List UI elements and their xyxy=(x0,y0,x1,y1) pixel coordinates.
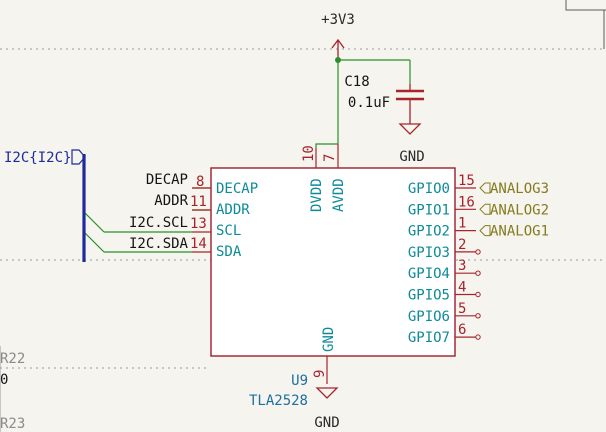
pin-number-avdd: 7 xyxy=(322,154,338,162)
ic-top-pins xyxy=(315,144,339,168)
ic-value: TLA2528 xyxy=(249,393,308,409)
pin-number-gpio: 4 xyxy=(458,280,466,296)
pin-name-addr: ADDR xyxy=(216,202,250,218)
pin-number-decap: 8 xyxy=(196,174,204,190)
ic-ref: U9 xyxy=(291,373,308,389)
unconnected-pin-marker xyxy=(475,334,481,340)
pin-number-gpio: 16 xyxy=(458,194,475,210)
global-label-analog[interactable]: ANALOG3 xyxy=(490,181,549,197)
gnd-symbol-bottom[interactable] xyxy=(315,387,339,399)
pin-number-gpio: 2 xyxy=(458,237,466,253)
pin-number-gpio: 6 xyxy=(458,322,466,338)
ic-left-pins xyxy=(192,187,211,253)
pin-name-gpio: GPIO3 xyxy=(408,245,450,261)
junction-dot xyxy=(335,57,341,63)
pin-name-gpio: GPIO7 xyxy=(408,330,450,346)
capacitor-value: 0.1uF xyxy=(348,95,390,111)
pin-number-gpio: 15 xyxy=(458,173,475,189)
pin-name-gnd: GND xyxy=(321,327,337,352)
pin-name-dvdd: DVDD xyxy=(309,178,325,212)
pin-name-gpio: GPIO1 xyxy=(408,202,450,218)
unconnected-pin-marker xyxy=(475,270,481,276)
r22-value: 0 xyxy=(0,372,8,388)
gnd-label-bottom: GND xyxy=(314,415,339,431)
pin-number-dvdd: 10 xyxy=(301,145,317,162)
global-label-shape xyxy=(479,225,491,237)
pin-number-addr: 11 xyxy=(190,194,207,210)
capacitor-ref: C18 xyxy=(344,74,369,90)
pin-name-gpio: GPIO6 xyxy=(408,309,450,325)
capacitor-symbol[interactable] xyxy=(396,89,424,101)
global-label-analog[interactable]: ANALOG1 xyxy=(490,224,549,240)
net-label-decap: DECAP xyxy=(146,172,188,188)
pin-name-avdd: AVDD xyxy=(331,178,347,212)
net-label-sda: I2C.SDA xyxy=(129,236,189,252)
unconnected-pin-marker xyxy=(475,291,481,298)
pin-number-gpio: 3 xyxy=(458,258,466,274)
net-label-scl: I2C.SCL xyxy=(129,215,188,231)
pin-name-decap: DECAP xyxy=(216,181,258,197)
bus-label: I2C{I2C} xyxy=(4,150,71,166)
net-label-addr: ADDR xyxy=(154,193,188,209)
vcc-label: +3V3 xyxy=(321,12,355,28)
pin-name-gpio: GPIO4 xyxy=(408,266,450,282)
pin-name-gpio: GPIO0 xyxy=(408,181,450,197)
pin-number-scl: 13 xyxy=(190,216,207,232)
global-label-shape xyxy=(479,182,491,194)
r22-ref: R22 xyxy=(0,351,25,367)
ic-body[interactable] xyxy=(210,167,456,357)
pin-number-gpio: 1 xyxy=(458,216,466,232)
pin-name-scl: SCL xyxy=(216,223,241,239)
pin-name-sda: SDA xyxy=(216,244,242,260)
pin-number-gnd: 9 xyxy=(312,370,328,378)
pin-number-sda: 14 xyxy=(190,236,207,252)
unconnected-pin-marker xyxy=(475,313,481,319)
pin-name-gpio: GPIO5 xyxy=(408,288,450,304)
bus-arrow-icon xyxy=(71,149,86,165)
pin-number-gpio: 5 xyxy=(458,301,466,317)
capacitor-leads xyxy=(398,84,422,135)
pin-name-gpio: GPIO2 xyxy=(408,224,450,240)
global-label-shape xyxy=(479,203,491,215)
vcc-power-symbol[interactable] xyxy=(331,38,345,60)
r23-ref: R23 xyxy=(0,416,25,432)
global-label-analog[interactable]: ANALOG2 xyxy=(490,202,549,218)
gnd-label-top: GND xyxy=(399,149,424,165)
unconnected-pin-marker xyxy=(475,249,481,255)
